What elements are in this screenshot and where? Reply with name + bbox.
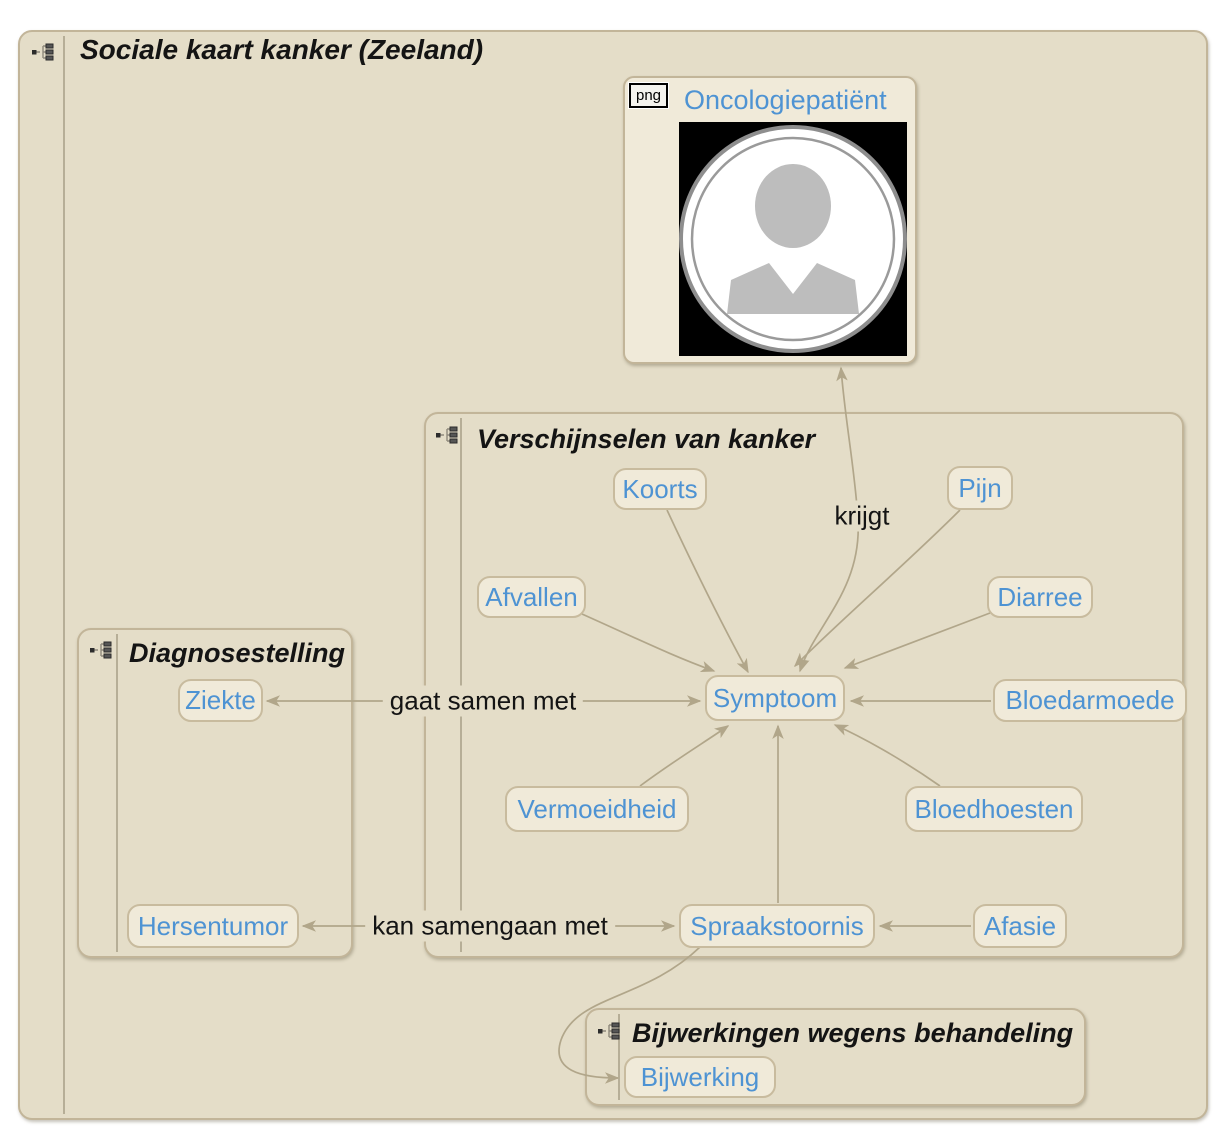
node-label: Koorts (622, 473, 698, 504)
node-bijwerking[interactable]: Bijwerking (624, 1056, 776, 1098)
node-bloedhoesten[interactable]: Bloedhoesten (905, 786, 1083, 832)
outline-tree-icon[interactable] (88, 641, 114, 659)
outline-tree-icon[interactable] (434, 426, 460, 444)
node-symptoom[interactable]: Symptoom (705, 675, 845, 721)
node-ziekte[interactable]: Ziekte (178, 679, 263, 722)
panel-gutter (63, 36, 65, 1114)
node-koorts[interactable]: Koorts (613, 468, 707, 510)
node-label: Spraakstoornis (690, 910, 864, 941)
node-label: Afvallen (485, 581, 578, 612)
node-label: Vermoeidheid (517, 793, 677, 824)
node-label: Bijwerking (640, 1061, 760, 1092)
panel-title-verschijnselen[interactable]: Verschijnselen van kanker (477, 424, 816, 454)
panel-gutter (116, 634, 118, 952)
node-label: Diarree (997, 581, 1083, 612)
node-label: Bloedarmoede (1005, 685, 1175, 715)
png-format-badge: png (629, 83, 669, 108)
image-node-title[interactable]: Oncologiepatiënt (684, 85, 887, 115)
outline-tree-icon[interactable] (30, 43, 56, 61)
node-afvallen[interactable]: Afvallen (477, 576, 586, 618)
edge-label-kan-samengaan-met[interactable]: kan samengaan met (365, 910, 615, 942)
node-label: Symptoom (712, 682, 838, 713)
node-label: Hersentumor (137, 910, 289, 941)
edge-label-krijgt[interactable]: krijgt (827, 500, 897, 532)
panel-gutter (460, 418, 462, 952)
node-label: Ziekte (185, 685, 256, 715)
outline-tree-icon[interactable] (596, 1022, 622, 1040)
node-vermoeidheid[interactable]: Vermoeidheid (505, 786, 689, 832)
node-pijn[interactable]: Pijn (947, 466, 1013, 510)
node-hersentumor[interactable]: Hersentumor (127, 904, 299, 948)
node-afasie[interactable]: Afasie (973, 904, 1067, 948)
node-spraakstoornis[interactable]: Spraakstoornis (679, 904, 875, 948)
patient-avatar-image (679, 122, 907, 356)
panel-title-sociale-kaart[interactable]: Sociale kaart kanker (Zeeland) (80, 34, 484, 65)
panel-title-bijwerkingen[interactable]: Bijwerkingen wegens behandeling (632, 1018, 1074, 1048)
node-label: Pijn (958, 472, 1002, 503)
node-label: Bloedhoesten (914, 793, 1074, 824)
node-diarree[interactable]: Diarree (987, 576, 1093, 618)
node-label: Afasie (983, 910, 1057, 941)
panel-title-diagnosestelling[interactable]: Diagnosestelling (129, 638, 346, 668)
node-bloedarmoede[interactable]: Bloedarmoede (993, 679, 1187, 722)
edge-label-gaat-samen-met[interactable]: gaat samen met (382, 685, 584, 717)
